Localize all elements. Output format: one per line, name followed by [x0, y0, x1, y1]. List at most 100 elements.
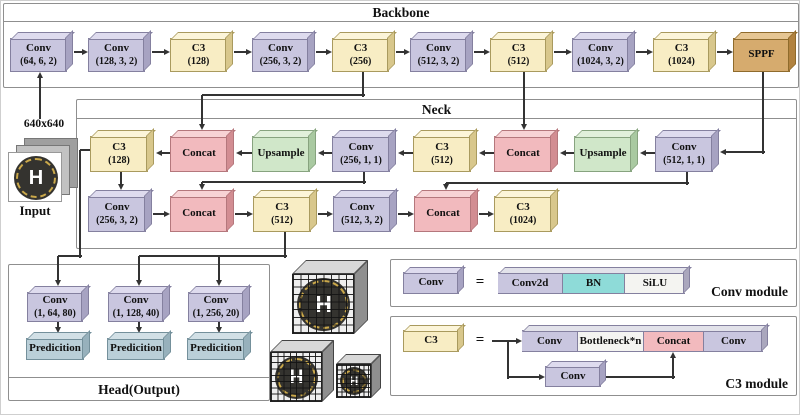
node-label: Predicition — [110, 342, 162, 355]
arrowhead-icon — [669, 352, 676, 358]
arrowhead-icon — [539, 373, 545, 380]
node-label: C3 — [275, 201, 289, 214]
connector-segment — [284, 232, 286, 258]
node-label: Concat — [182, 207, 216, 220]
connector-segment — [201, 182, 203, 186]
connector-segment — [507, 341, 509, 379]
legend-conv-node: Conv — [403, 272, 459, 294]
node-label: C3 — [511, 42, 526, 55]
arrowhead-icon — [442, 184, 449, 190]
node-predicition: Predicition — [26, 338, 84, 360]
connector-segment — [152, 51, 166, 53]
arrowhead-icon — [135, 280, 142, 286]
connector-segment — [242, 152, 252, 154]
grid-overlay — [293, 275, 353, 333]
connector-segment — [672, 358, 674, 379]
node-concat: Concat — [170, 136, 228, 172]
node-predicition: Predicition — [107, 338, 165, 360]
node-label: C3 — [516, 201, 530, 214]
segment-conv2d: Conv2d — [498, 273, 563, 293]
helipad-image: H — [14, 156, 58, 200]
arrowhead-icon — [156, 149, 162, 156]
equals-sign: = — [475, 274, 485, 290]
arrowhead-icon — [54, 327, 61, 333]
connector-segment — [138, 322, 140, 329]
connector-segment — [523, 72, 525, 126]
node-label: Concat — [426, 207, 460, 220]
connector-segment — [318, 213, 329, 215]
node-label: Conv — [425, 42, 452, 55]
connector-segment — [566, 152, 574, 154]
connector-segment — [80, 149, 92, 151]
node-conv-512-3-2-: Conv(512, 3, 2) — [410, 38, 467, 72]
connector-segment — [446, 182, 689, 184]
arrowhead-icon — [164, 48, 170, 55]
node-conv-1-64-80-: Conv(1, 64, 80) — [27, 292, 83, 322]
connector-segment — [138, 256, 140, 282]
cube-front-face: H — [292, 274, 354, 334]
cube-side-face — [322, 340, 334, 402]
arrowhead-icon — [488, 210, 494, 217]
node-conv-512-1-1-: Conv(512, 1, 1) — [655, 136, 713, 172]
node-label: Conv — [123, 294, 149, 307]
helipad-letter: H — [28, 166, 44, 189]
arrowhead-icon — [198, 124, 205, 130]
connector-segment — [139, 255, 287, 257]
arrowhead-icon — [82, 48, 88, 55]
connector-segment — [646, 152, 655, 154]
arrowhead-icon — [54, 280, 61, 286]
node-label: C3 — [353, 42, 368, 55]
arrowhead-icon — [327, 210, 333, 217]
node-params: (1024) — [668, 55, 695, 67]
feature-grid-cube-small: H — [336, 354, 381, 398]
arrowhead-icon — [236, 149, 242, 156]
input-size-label: 640x640 — [23, 118, 65, 130]
arrowhead-icon — [198, 184, 205, 190]
arrowhead-icon — [566, 48, 572, 55]
connector-segment — [363, 172, 365, 184]
node-label: SPPF — [748, 48, 775, 61]
node-label: Concat — [506, 147, 540, 160]
connector-segment — [235, 213, 249, 215]
connector-segment — [474, 51, 486, 53]
node-conv-256-3-2-: Conv(256, 3, 2) — [252, 38, 309, 72]
segment-concat: Concat — [644, 331, 704, 351]
node-params: (256, 3, 2) — [259, 55, 302, 67]
node-label: Conv — [671, 141, 697, 154]
cube-front-face: H — [336, 364, 371, 398]
arrowhead-icon — [36, 72, 43, 78]
node-params: (1024, 3, 2) — [577, 55, 624, 67]
input-image: H — [8, 152, 62, 202]
neck-title: Neck — [77, 100, 796, 119]
equals-sign: = — [475, 332, 485, 348]
legend-c3-node: C3 — [403, 330, 459, 352]
conv-module-bar: Conv2d BN SiLU — [498, 272, 685, 294]
node-conv-64-6-2-: Conv(64, 6, 2) — [10, 38, 67, 72]
node-label: Predicition — [190, 342, 242, 355]
node-upsample: Upsample — [574, 136, 632, 172]
connector-segment — [234, 51, 248, 53]
arrowhead-icon — [326, 48, 332, 55]
arrowhead-icon — [484, 48, 490, 55]
node-c3-512-: C3(512) — [490, 38, 547, 72]
arrowhead-icon — [318, 149, 324, 156]
node-conv-128-3-2-: Conv(128, 3, 2) — [88, 38, 145, 72]
arrowhead-icon — [647, 48, 653, 55]
connector-segment — [39, 78, 41, 119]
node-sppf: SPPF — [733, 38, 790, 72]
grid-overlay — [271, 353, 321, 401]
arrowhead-icon — [727, 48, 733, 55]
arrowhead-icon — [516, 337, 522, 344]
node-params: (128, 3, 2) — [95, 55, 138, 67]
feature-grid-cube-medium: H — [270, 340, 334, 402]
node-c3-512-: C3(512) — [413, 136, 471, 172]
node-concat: Concat — [170, 196, 228, 232]
node-params: (512) — [431, 154, 453, 166]
node-params: (512, 3, 2) — [341, 214, 383, 226]
connector-segment — [58, 255, 82, 257]
arrowhead-icon — [560, 149, 566, 156]
connector-segment — [508, 376, 541, 378]
arrowhead-icon — [215, 280, 222, 286]
node-label: Conv — [103, 42, 130, 55]
